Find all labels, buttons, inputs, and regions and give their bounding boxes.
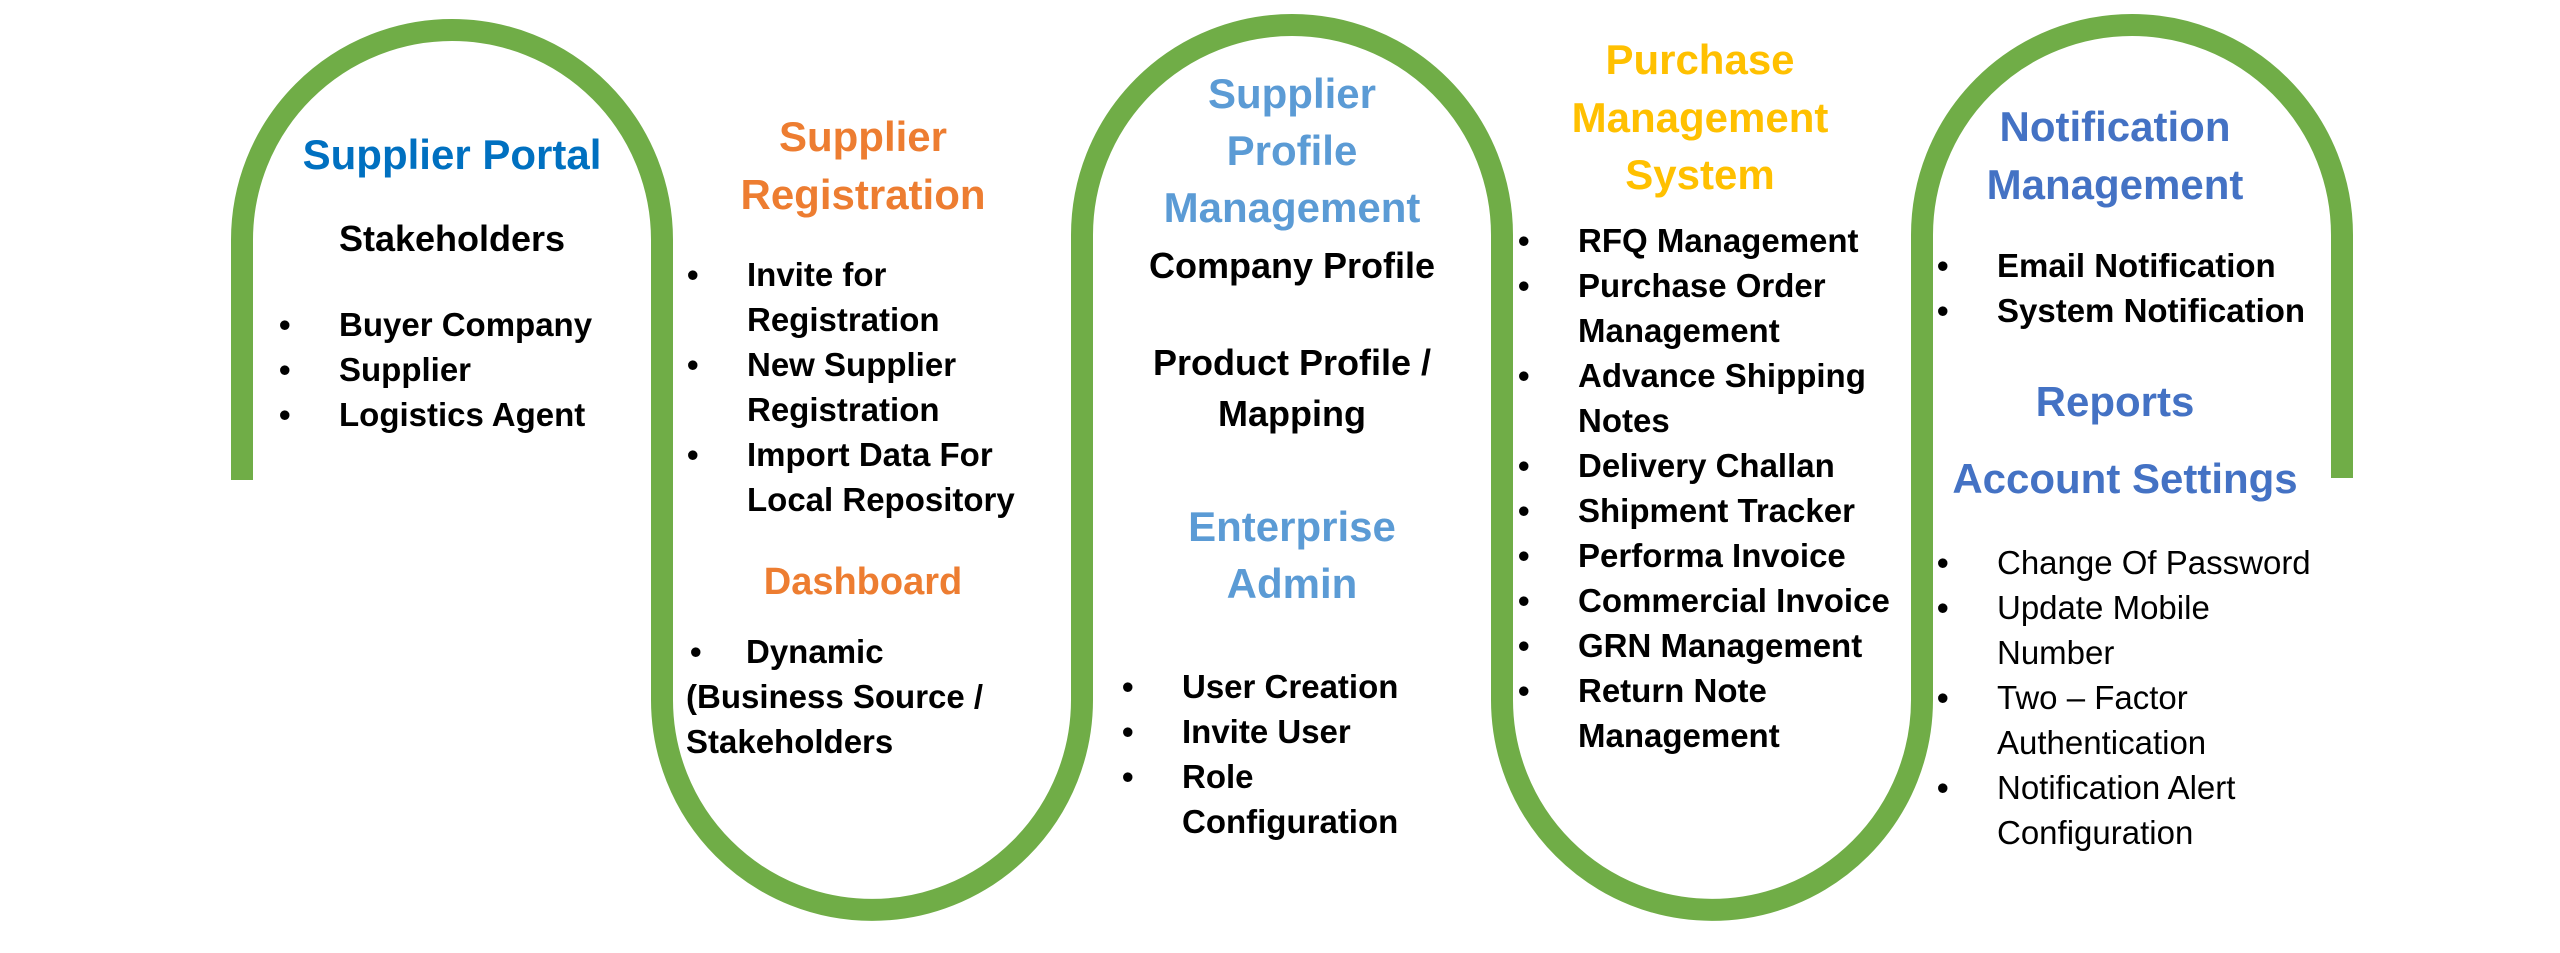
profile-management-title-line1: Supplier [1207,70,1377,117]
purchase-system-title-line1: Purchase [1605,36,1795,83]
list-item: Commercial Invoice [1514,578,1894,623]
list-item: User Creation [1118,664,1458,709]
list-item: Logistics Agent [275,392,615,437]
enterprise-admin-title-line2: Admin [1226,560,1358,607]
stakeholders-list: Buyer Company Supplier Logistics Agent [275,302,615,437]
enterprise-admin-title-line1: Enterprise [1188,503,1396,550]
purchase-system-title-line2: Management [1571,94,1829,141]
wave-line [231,14,2353,921]
purchase-system-list: RFQ Management Purchase Order Management… [1514,218,1894,758]
dashboard-title: Dashboard [763,561,963,603]
list-item: Shipment Tracker [1514,488,1894,533]
list-item: Notification Alert Configuration [1933,765,2323,855]
list-item: Invite User [1118,709,1458,754]
list-item: Buyer Company [275,302,615,347]
registration-list: Invite for Registration New Supplier Reg… [683,252,1043,522]
list-item: Update Mobile Number [1933,585,2323,675]
notification-list: Email Notification System Notification [1933,243,2323,333]
list-item: Email Notification [1933,243,2323,288]
list-item: Invite for Registration [683,252,1043,342]
supplier-portal-title: Supplier Portal [302,131,602,178]
company-profile-heading: Company Profile [1148,245,1436,286]
dashboard-description: •Dynamic (Business Source / Stakeholders [686,629,1046,764]
account-settings-list: Change Of Password Update Mobile Number … [1933,540,2323,855]
dashboard-line: Dynamic [746,633,884,670]
list-item: System Notification [1933,288,2323,333]
account-settings-title: Account Settings [1952,455,2298,502]
dashboard-line: (Business Source / [686,678,984,715]
list-item: RFQ Management [1514,218,1894,263]
list-item: Change Of Password [1933,540,2323,585]
supplier-registration-title-line2: Registration [740,171,986,218]
list-item: Advance Shipping Notes [1514,353,1894,443]
list-item: New Supplier Registration [683,342,1043,432]
list-item: Two – Factor Authentication [1933,675,2323,765]
profile-management-title-line2: Profile [1226,127,1358,174]
list-item: Role Configuration [1118,754,1458,844]
reports-title: Reports [2035,378,2195,425]
list-item: Performa Invoice [1514,533,1894,578]
notification-management-title-line2: Management [1986,161,2244,208]
notification-management-title-line1: Notification [1999,103,2231,150]
product-profile-heading-line2: Mapping [1218,393,1366,434]
purchase-system-title-line3: System [1625,151,1775,198]
enterprise-admin-list: User Creation Invite User Role Configura… [1118,664,1458,844]
list-item: Purchase Order Management [1514,263,1894,353]
list-item: Import Data For Local Repository [683,432,1043,522]
stakeholders-heading: Stakeholders [338,218,566,259]
product-profile-heading-line1: Product Profile / [1152,342,1432,383]
list-item: Return Note Management [1514,668,1894,758]
profile-management-title-line3: Management [1163,184,1421,231]
supplier-registration-title-line1: Supplier [778,113,948,160]
list-item: Delivery Challan [1514,443,1894,488]
dashboard-line: Stakeholders [686,723,894,760]
list-item: GRN Management [1514,623,1894,668]
list-item: Supplier [275,347,615,392]
